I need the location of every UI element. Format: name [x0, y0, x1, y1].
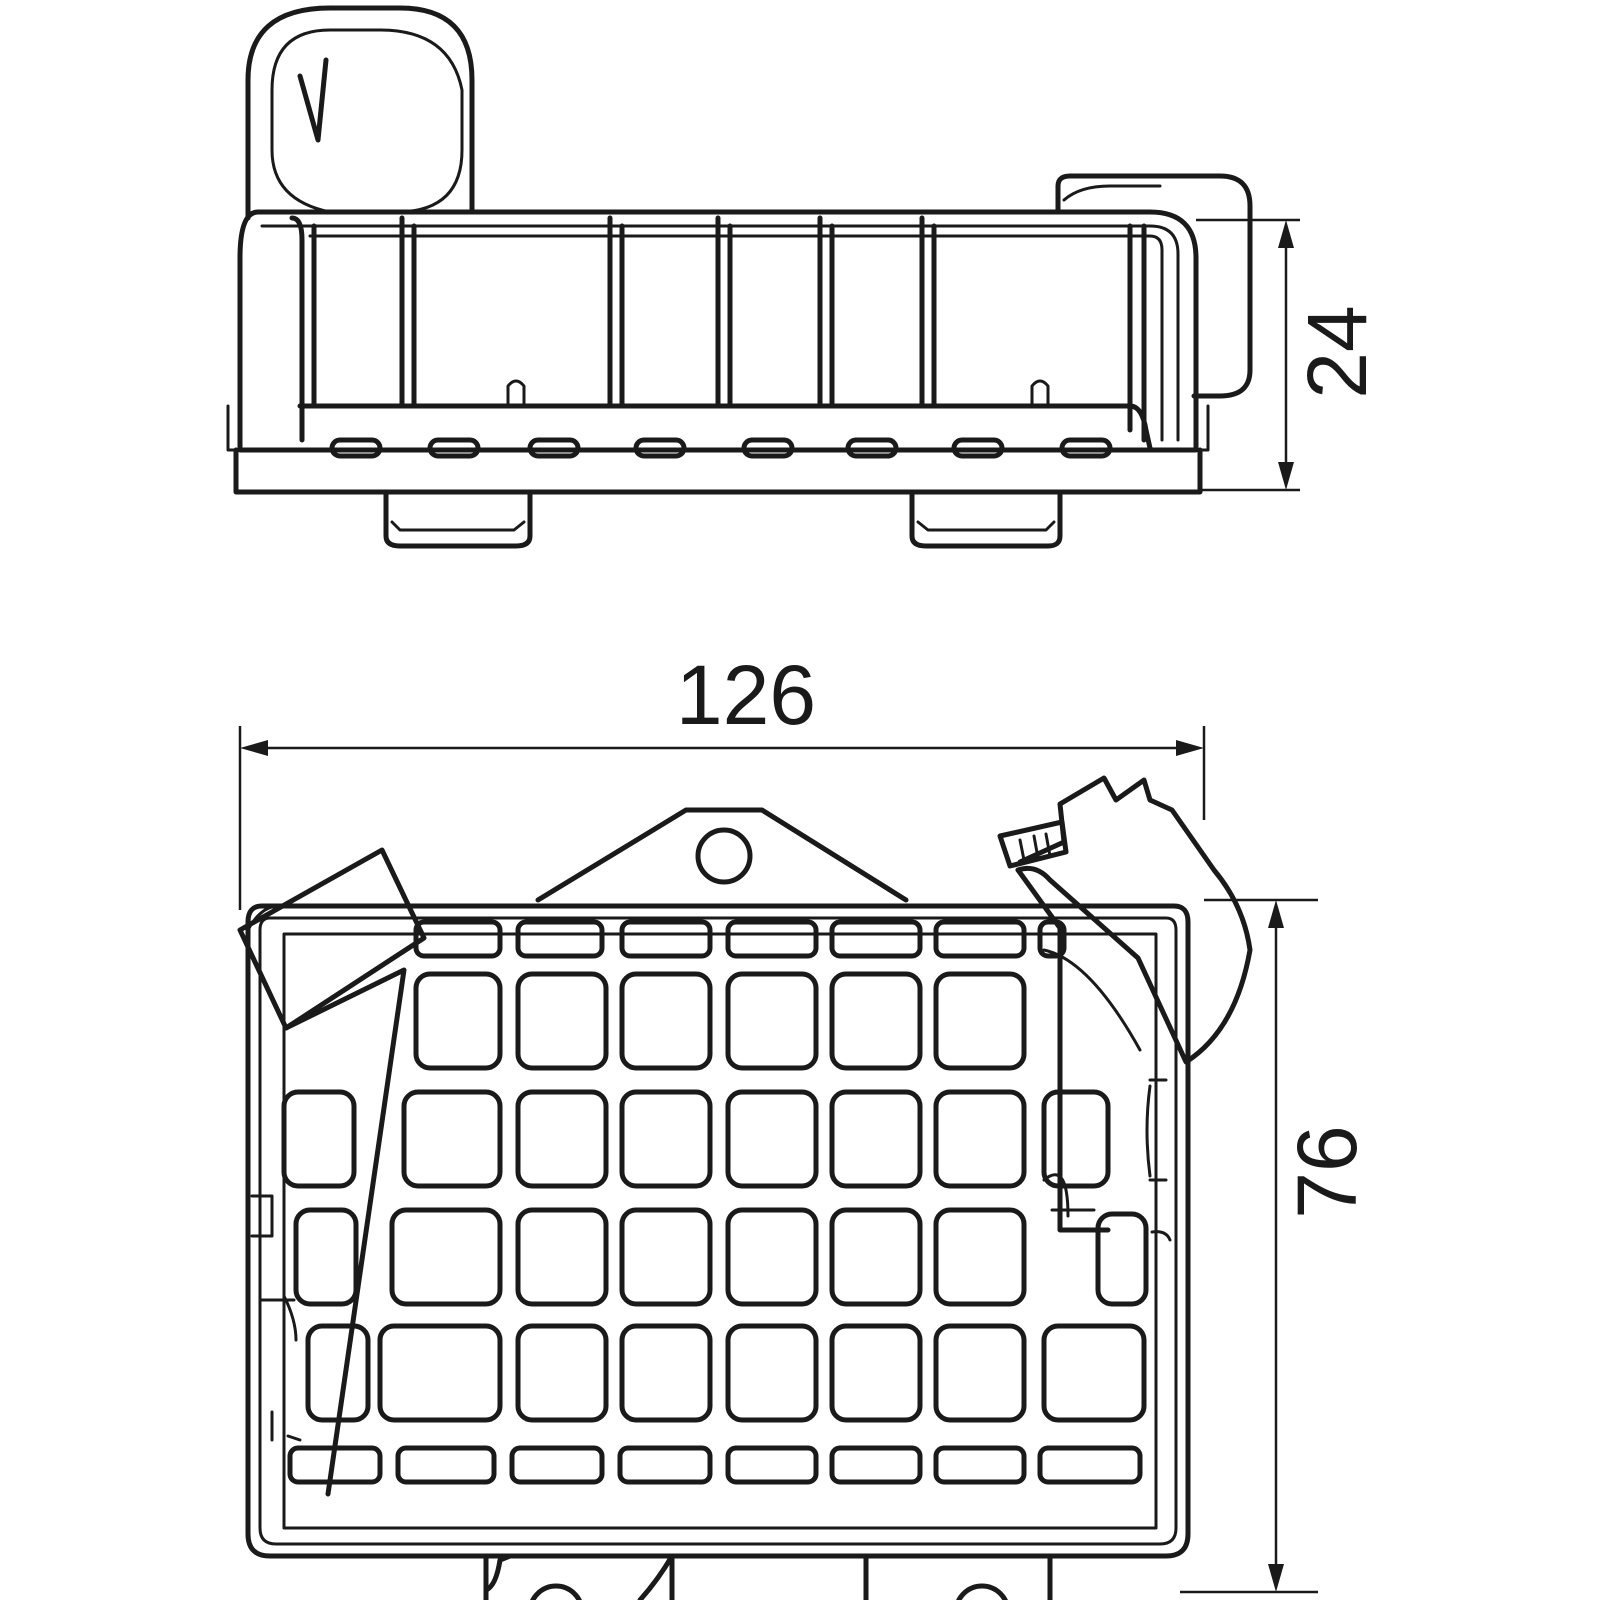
dimension-width-arrow-left [240, 740, 268, 756]
top-row-cells [413, 919, 1067, 959]
dimension-height-label: 24 [1290, 305, 1384, 398]
side-view-left-pipe-inner [270, 28, 464, 214]
left-pipe-tail [283, 967, 407, 1497]
side-view: 24 [226, 5, 1384, 549]
side-view-tab-right [1030, 379, 1050, 408]
dimension-depth-arrow-top [1268, 900, 1284, 928]
dimension-width: 126 [238, 648, 1206, 910]
side-view-right-connector-inner [1062, 184, 1162, 202]
dimension-height-arrow-bottom [1278, 462, 1294, 490]
right-side-clips [1145, 1078, 1172, 1242]
bottom-mounting-tab-right [863, 1553, 1053, 1600]
side-view-ribs [289, 215, 1147, 443]
dimension-width-arrow-right [1176, 740, 1204, 756]
bottom-row-cells [287, 1445, 1143, 1485]
side-view-base-plate-bottom [233, 447, 1203, 495]
cooler-inner-plate [258, 916, 1178, 1546]
right-connector-clip [997, 819, 1069, 869]
cooler-outer-plate [245, 903, 1191, 1559]
cooler-core-border [282, 932, 1158, 1530]
dimension-depth-label: 76 [1280, 1125, 1374, 1218]
dimension-depth-arrow-bottom [1268, 1564, 1284, 1592]
top-mounting-tab [535, 807, 909, 903]
left-pipe [237, 847, 427, 1031]
right-connector-body [1015, 867, 1111, 1233]
core-grid [281, 971, 1149, 1423]
left-side-clips [250, 1194, 302, 1442]
bottom-mounting-hole-left [530, 1583, 582, 1600]
side-view-bottom-fitting-left-inner [390, 520, 526, 532]
dimension-depth: 76 [1180, 898, 1374, 1594]
side-view-left-pipe [245, 5, 475, 221]
side-view-tab-left [506, 379, 526, 408]
side-view-inner-top [308, 234, 1164, 442]
side-view-bottom-fitting-right [909, 489, 1063, 549]
top-view: 126 76 [237, 648, 1374, 1600]
right-connector-clip-detail [1018, 832, 1052, 862]
right-connector-inner [1042, 948, 1142, 1218]
side-view-base-plate [297, 403, 1153, 451]
bottom-mounting-hole-right [956, 1583, 1008, 1600]
dimension-width-label: 126 [676, 648, 816, 742]
left-pipe-edge [246, 904, 284, 932]
side-view-base-side-right [1194, 404, 1210, 452]
dimension-height-arrow-top [1278, 220, 1294, 248]
side-view-pipe-flange-mark [297, 57, 329, 143]
bottom-mounting-tab-left [483, 1553, 675, 1600]
side-view-slots [329, 437, 1113, 459]
bottom-mounting-tab-left-outline [483, 1553, 675, 1600]
side-view-right-connector [1055, 173, 1253, 399]
side-view-base-side-left [226, 404, 242, 452]
dimension-height: 24 [1196, 218, 1384, 492]
side-view-bottom-fitting-left [383, 489, 533, 549]
top-mounting-hole [695, 827, 753, 885]
side-view-body [237, 209, 1199, 453]
side-view-top-rail [260, 224, 1180, 442]
side-view-bottom-fitting-right-inner [916, 520, 1056, 532]
right-connector [1015, 775, 1253, 1065]
